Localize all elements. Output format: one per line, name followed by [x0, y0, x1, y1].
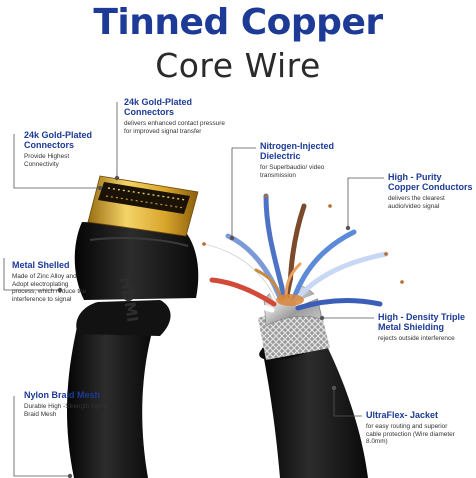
gold-connector-tip	[87, 175, 199, 237]
page-title: Tinned Copper	[93, 2, 383, 43]
callout-desc: delivers the clearest audio/video signal	[388, 195, 445, 210]
callout-heading: Metal Shelled	[12, 260, 70, 270]
callout-desc: Made of Zinc Alloy and Adopt electroplat…	[12, 273, 87, 303]
callout-shielding: High - Density Triple Metal Shielding re…	[378, 312, 474, 343]
callout-desc: rejects outside interference	[378, 335, 455, 342]
callout-gold-connectors-top: 24k Gold-Plated Connectors delivers enha…	[124, 97, 232, 135]
callout-braid-mesh: Nylon Braid Mesh Durable High -Strength …	[24, 390, 116, 418]
callout-heading: 24k Gold-Plated Connectors	[124, 97, 193, 117]
callout-gold-connectors-left: 24k Gold-Plated Connectors Provide Highe…	[24, 130, 104, 168]
callout-heading: 24k Gold-Plated Connectors	[24, 130, 93, 150]
callout-desc: delivers enhanced contact pressure for i…	[124, 120, 225, 135]
page-subtitle: Core Wire	[155, 46, 321, 85]
callout-desc: Provide Highest Connectivity	[24, 153, 70, 168]
callout-desc: for Superbaudio/ video transmission	[260, 164, 325, 179]
hdmi-cable-left: HDMI	[66, 175, 199, 478]
callout-desc: for easy routing and superior cable prot…	[366, 423, 455, 446]
outer-jacket	[262, 340, 368, 478]
callout-dielectric: Nitrogen-Injected Dielectric for Superba…	[260, 141, 350, 179]
callout-desc: Durable High -Strength Nylon Braid Mesh	[24, 403, 108, 418]
callout-conductors: High - Purity Copper Conductors delivers…	[388, 172, 474, 210]
callout-heading: Nitrogen-Injected Dielectric	[260, 141, 335, 161]
stripped-cable-right	[201, 193, 405, 478]
callout-heading: High - Density Triple Metal Shielding	[378, 312, 466, 332]
inner-wires	[201, 193, 405, 313]
callout-heading: High - Purity Copper Conductors	[388, 172, 473, 192]
callout-lines	[3, 102, 384, 478]
callout-heading: Nylon Braid Mesh	[24, 390, 101, 400]
callout-jacket: UltraFlex- Jacket for easy routing and s…	[366, 410, 456, 446]
callout-metal-shelled: Metal Shelled Made of Zinc Alloy and Ado…	[12, 260, 92, 303]
callout-heading: UltraFlex- Jacket	[366, 410, 439, 420]
